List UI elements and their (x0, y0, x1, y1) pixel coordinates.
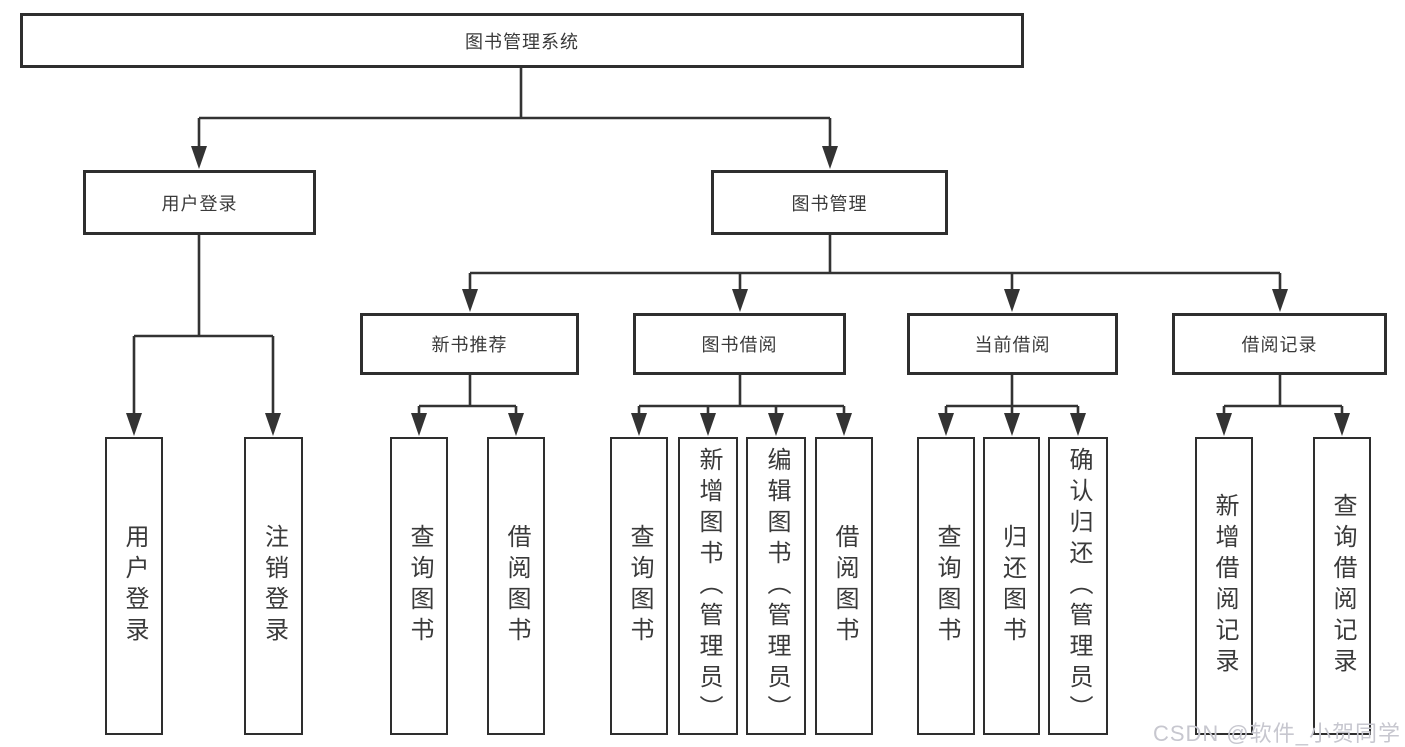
leaf-query-book-borrow: 查询图书 (610, 437, 668, 735)
leaf-query-borrow-record: 查询借阅记录 (1313, 437, 1371, 735)
connector-book-borrow-children (637, 375, 846, 416)
leaf-edit-book-admin: 编辑图书（管理员） (746, 437, 806, 735)
leaf-user-login: 用户登录 (105, 437, 163, 735)
arrowhead (462, 289, 478, 312)
connector-user-login-children (132, 235, 275, 416)
arrowhead (768, 413, 784, 436)
arrowhead (508, 413, 524, 436)
leaf-query-book-current: 查询图书 (917, 437, 975, 735)
node-new-book-recommend: 新书推荐 (360, 313, 579, 375)
leaf-add-book-admin: 新增图书（管理员） (678, 437, 738, 735)
leaf-confirm-return-admin: 确认归还（管理员） (1048, 437, 1108, 735)
arrowheads (126, 146, 1350, 436)
node-current-borrow: 当前借阅 (907, 313, 1118, 375)
arrowhead (836, 413, 852, 436)
arrowhead (1272, 289, 1288, 312)
connector-new-book-recommend-children (417, 375, 518, 416)
arrowhead (265, 413, 281, 436)
leaf-borrow-book-borrow: 借阅图书 (815, 437, 873, 735)
leaf-logout: 注销登录 (244, 437, 303, 735)
node-root-system: 图书管理系统 (20, 13, 1024, 68)
arrowhead (191, 146, 207, 169)
arrowhead (732, 289, 748, 312)
node-user-login: 用户登录 (83, 170, 316, 235)
arrowhead (631, 413, 647, 436)
arrowhead (1004, 413, 1020, 436)
connector-current-borrow-children (944, 375, 1080, 416)
arrowhead (938, 413, 954, 436)
arrowhead (1070, 413, 1086, 436)
node-borrow-record: 借阅记录 (1172, 313, 1387, 375)
arrowhead (700, 413, 716, 436)
node-book-borrow: 图书借阅 (633, 313, 846, 375)
leaf-borrow-book-recommend: 借阅图书 (487, 437, 545, 735)
connector-root-to-level2 (197, 68, 832, 149)
leaf-return-book: 归还图书 (983, 437, 1040, 735)
node-book-management: 图书管理 (711, 170, 948, 235)
leaf-add-borrow-record: 新增借阅记录 (1195, 437, 1253, 735)
arrowhead (822, 146, 838, 169)
arrowhead (1216, 413, 1232, 436)
arrowhead (126, 413, 142, 436)
leaf-query-book-recommend: 查询图书 (390, 437, 448, 735)
arrowhead (1004, 289, 1020, 312)
connector-book-management-children (468, 235, 1282, 292)
connector-lines (132, 68, 1344, 416)
connector-borrow-record-children (1222, 375, 1344, 416)
arrowhead (411, 413, 427, 436)
arrowhead (1334, 413, 1350, 436)
watermark: CSDN @软件_小贺同学 (1152, 721, 1401, 746)
